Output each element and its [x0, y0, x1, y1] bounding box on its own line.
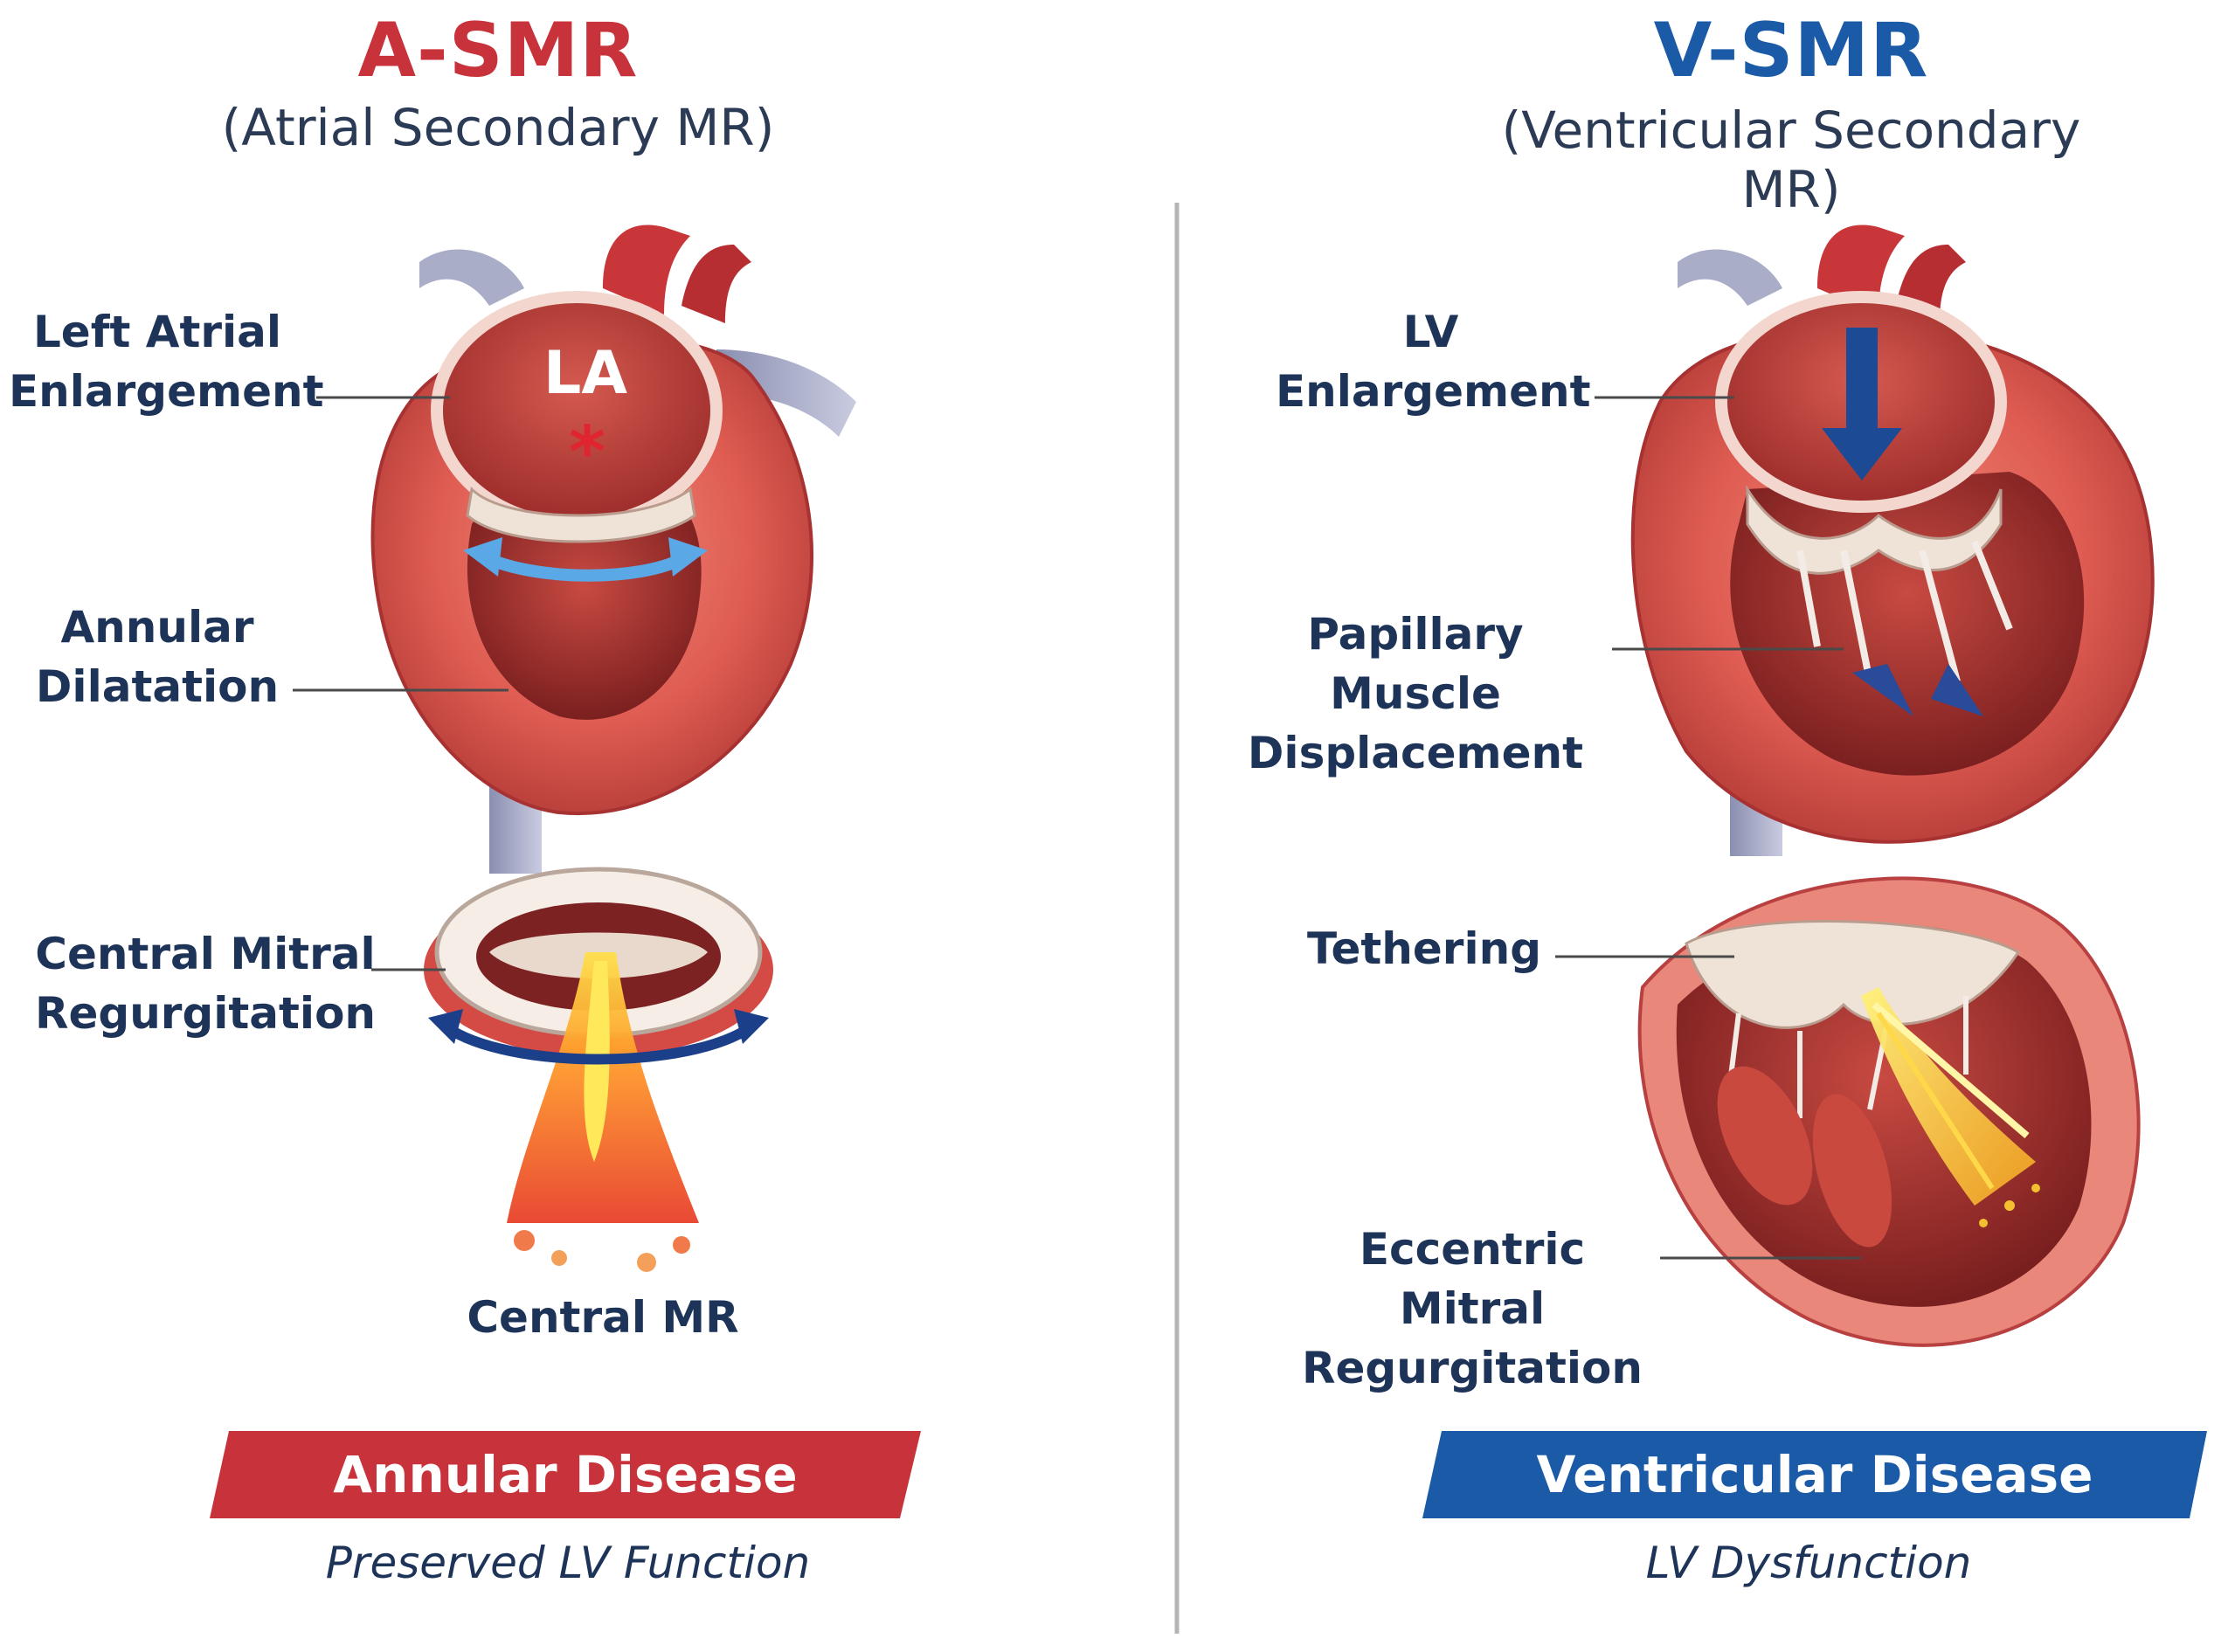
pulmonary-vein — [716, 349, 856, 437]
papillary-muscle-right — [1931, 664, 1983, 716]
leader-lines — [293, 396, 1861, 1260]
svc-vessel — [489, 786, 542, 874]
a-smr-title: A-SMR — [357, 7, 639, 94]
label-annular-dilatation-line2: Dilatation — [35, 661, 280, 712]
tethered-leaflets — [1685, 920, 2021, 1029]
label-lv-enlargement-line1: LV — [1402, 307, 1459, 357]
annular-disease-banner: Annular Disease — [333, 1445, 798, 1504]
eccentric-mr-illustration — [1637, 876, 2141, 1347]
label-left-atrial-enlargement: Left Atrial Enlargement — [9, 302, 324, 421]
label-papillary-muscle-displacement: Papillary Muscle Displacement — [1228, 605, 1603, 783]
label-central-mitral-regurgitation-line1: Central Mitral — [35, 929, 376, 979]
central-mr-caption: Central MR — [467, 1292, 739, 1343]
label-eccentric-mitral-regurgitation-line1: Eccentric Mitral — [1359, 1224, 1586, 1334]
label-left-atrial-enlargement-line2: Enlargement — [9, 366, 324, 417]
regurgitation-origin-asterisk: * — [569, 411, 605, 493]
lv-dysfunction-caption: LV Dysfunction — [1645, 1538, 1972, 1588]
central-mr-valve-illustration — [424, 867, 773, 1272]
annular-dilatation-arrow — [463, 537, 708, 582]
label-central-mitral-regurgitation: Central Mitral Regurgitation — [35, 924, 376, 1043]
papillary-muscle-left — [1852, 664, 1913, 716]
annular-expansion-arrow — [428, 1009, 769, 1065]
label-left-atrial-enlargement-line1: Left Atrial — [32, 307, 282, 357]
a-smr-subtitle: (Atrial Secondary MR) — [221, 98, 775, 157]
v-smr-chordae — [1796, 540, 2013, 683]
aorta-vessel — [603, 225, 690, 315]
label-papillary-muscle-displacement-line2: Displacement — [1247, 728, 1584, 778]
a-smr-heart-illustration: * — [370, 225, 856, 874]
label-eccentric-mitral-regurgitation-line2: Regurgitation — [1301, 1343, 1643, 1393]
label-lv-enlargement: LV Enlargement — [1276, 302, 1591, 421]
label-annular-dilatation: Annular Dilatation — [26, 598, 288, 716]
a-smr-mitral-annulus — [466, 486, 696, 543]
label-lv-enlargement-line2: Enlargement — [1276, 366, 1591, 417]
eccentric-mr-jet — [1861, 987, 2036, 1206]
lv-enlargement-down-arrow — [1822, 328, 1902, 480]
label-papillary-muscle-displacement-line1: Papillary Muscle — [1307, 609, 1524, 719]
v-smr-subtitle: (Ventricular Secondary MR) — [1501, 100, 2081, 219]
ventricular-disease-banner: Ventricular Disease — [1536, 1445, 2093, 1504]
label-annular-dilatation-line1: Annular — [60, 602, 254, 653]
label-tethering-line1: Tethering — [1307, 923, 1541, 974]
v-smr-heart-illustration — [1630, 225, 2155, 856]
v-smr-title: V-SMR — [1653, 7, 1929, 94]
preserved-lv-function-caption: Preserved LV Function — [325, 1538, 811, 1588]
label-eccentric-mitral-regurgitation: Eccentric Mitral Regurgitation — [1293, 1220, 1651, 1398]
la-chamber-label: LA — [543, 339, 627, 408]
pulmonary-artery — [682, 245, 751, 323]
annular-disease-banner-shape — [210, 1431, 921, 1518]
a-smr-lv-cavity — [467, 498, 702, 720]
v-smr-leaflets — [1746, 484, 2003, 575]
label-tethering: Tethering — [1302, 919, 1546, 978]
label-central-mitral-regurgitation-line2: Regurgitation — [35, 988, 377, 1039]
ventricular-disease-banner-shape — [1422, 1431, 2207, 1518]
